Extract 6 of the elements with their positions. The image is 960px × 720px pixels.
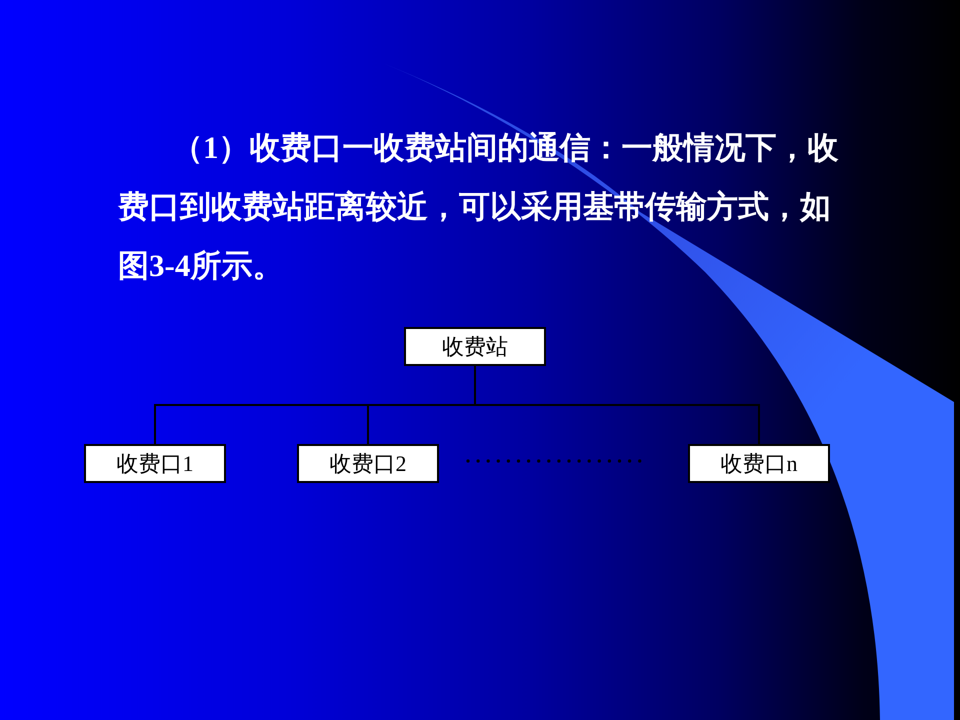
toll-booth-box: 收费口n — [688, 444, 830, 483]
toll-booth-box: 收费口2 — [297, 444, 439, 483]
connector-line — [474, 366, 760, 444]
body-text: （1）收费口一收费站间的通信：一般情况下，收费口到收费站距离较近，可以采用基带传输方式，如图3-4所示。 — [118, 129, 840, 285]
station-box: 收费站 — [404, 327, 546, 366]
toll-booth-box: 收费口1 — [84, 444, 226, 483]
